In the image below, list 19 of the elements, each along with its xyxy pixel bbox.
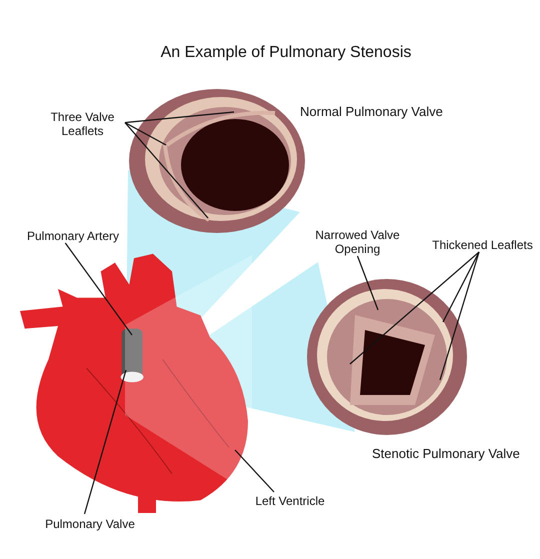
leader-line <box>124 111 234 124</box>
leader-line <box>356 256 379 310</box>
leader-line <box>64 242 132 336</box>
valve-name-label: Stenotic Pulmonary Valve <box>372 446 520 461</box>
leader-line <box>124 122 208 218</box>
leader-line <box>124 122 166 146</box>
leader-line <box>439 252 480 380</box>
valve-name-label: Normal Pulmonary Valve <box>300 104 443 119</box>
leader-line <box>350 252 480 364</box>
part-label: Left Ventricle <box>250 494 330 508</box>
part-label: Three Valve Leaflets <box>40 110 125 138</box>
leader-line <box>442 252 480 322</box>
part-label: Pulmonary Artery <box>18 229 128 243</box>
part-label: Thickened Leaflets <box>425 238 540 252</box>
title: An Example of Pulmonary Stenosis <box>160 44 412 62</box>
leader-line <box>84 370 127 514</box>
part-label: Narrowed Valve Opening <box>305 228 410 256</box>
leader-line <box>234 450 274 492</box>
part-label: Pulmonary Valve <box>35 517 145 531</box>
